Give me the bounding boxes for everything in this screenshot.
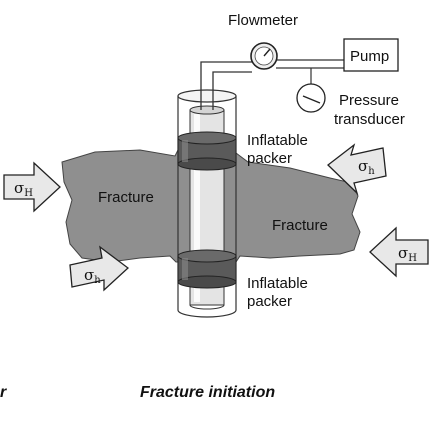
- stress-arrow-sigma-h-upper-right: [327, 143, 387, 196]
- sigma-h-upper-right-label: σh: [358, 157, 375, 177]
- pressure-transducer-label-line2: transducer: [334, 111, 405, 128]
- flowmeter-label: Flowmeter: [228, 12, 298, 29]
- upper-packer-label-line2: packer: [247, 150, 292, 167]
- pressure-transducer: [296, 68, 326, 113]
- caption: Fracture initiation: [140, 384, 275, 401]
- fracture-left-label: Fracture: [98, 189, 154, 206]
- stress-arrow-sigma-H-left: [3, 161, 61, 213]
- sigma-h-lower-left-label: σh: [84, 266, 101, 286]
- pressure-transducer-label-line1: Pressure: [339, 92, 399, 109]
- stress-arrow-sigma-h-lower-left: [69, 245, 130, 292]
- left-edge-fragment: r: [0, 384, 7, 401]
- lower-packer-label-line1: Inflatable: [247, 275, 308, 292]
- upper-packer-label-line1: Inflatable: [247, 132, 308, 149]
- stress-arrow-sigma-H-right: [369, 226, 429, 278]
- pump-label: Pump: [350, 48, 389, 65]
- pump-box: [343, 38, 399, 72]
- fracture-right-label: Fracture: [272, 217, 328, 234]
- lower-packer: [177, 249, 237, 289]
- sigma-H-left-label: σH: [14, 179, 33, 199]
- lower-packer-label-line2: packer: [247, 293, 292, 310]
- supply-pipe: [200, 59, 344, 110]
- upper-packer: [177, 131, 237, 171]
- flowmeter-gauge: [250, 42, 278, 70]
- sigma-H-right-label: σH: [398, 244, 417, 264]
